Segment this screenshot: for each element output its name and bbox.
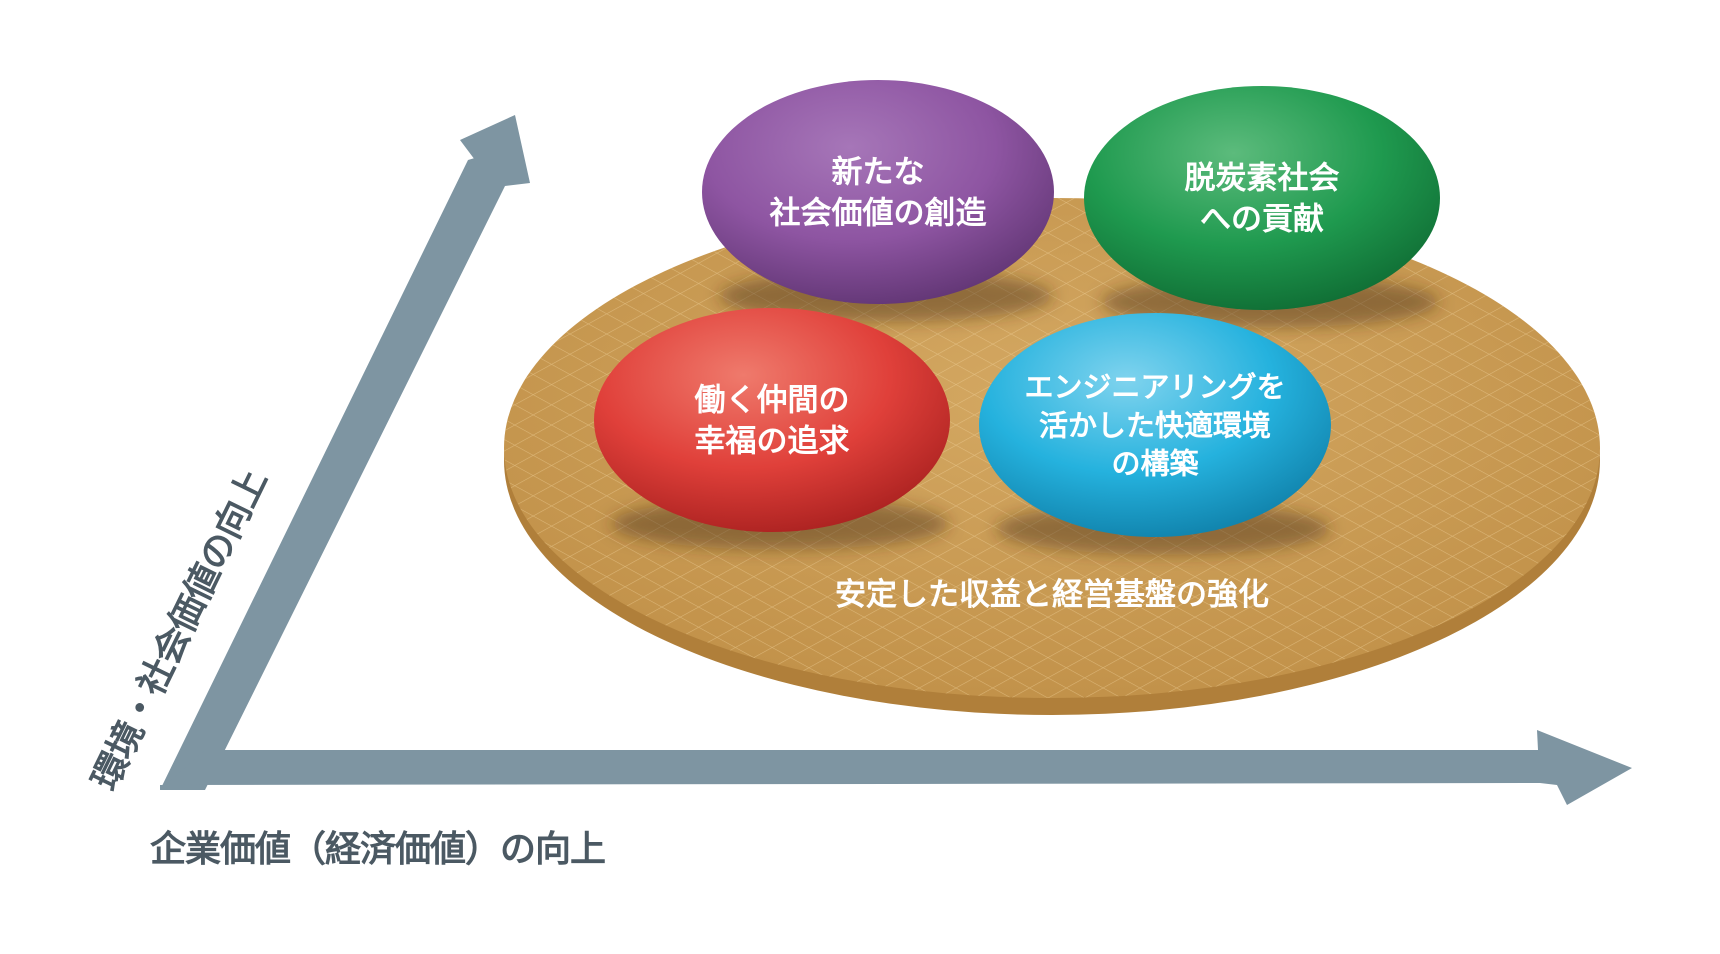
axes: [160, 115, 1632, 805]
x-axis-label: 企業価値（経済価値）の向上: [150, 829, 606, 870]
pill-label-line: への貢献: [1200, 202, 1324, 238]
y-axis-arrow: [160, 115, 530, 790]
pill-body: [979, 313, 1331, 537]
pill-body: [702, 80, 1054, 304]
foundation-label: 安定した収益と経営基盤の強化: [835, 577, 1269, 613]
pill-body: [594, 308, 950, 532]
pill-label-line: 新たな: [832, 155, 925, 191]
pill-label-line: 活かした快適環境: [1039, 408, 1271, 442]
pill-label-line: の構築: [1111, 447, 1199, 481]
pill-label-line: 社会価値の創造: [770, 196, 987, 232]
pill-label-line: 幸福の追求: [695, 424, 850, 460]
x-axis-arrow: [160, 730, 1632, 805]
pill-body: [1084, 86, 1440, 310]
value-pills: 新たな社会価値の創造脱炭素社会への貢献働く仲間の幸福の追求エンジニアリングを活か…: [594, 80, 1440, 555]
pill-label-line: 働く仲間の: [695, 383, 850, 419]
pill-label-line: 脱炭素社会: [1185, 161, 1340, 197]
pill-label-line: エンジニアリングを: [1024, 370, 1285, 404]
